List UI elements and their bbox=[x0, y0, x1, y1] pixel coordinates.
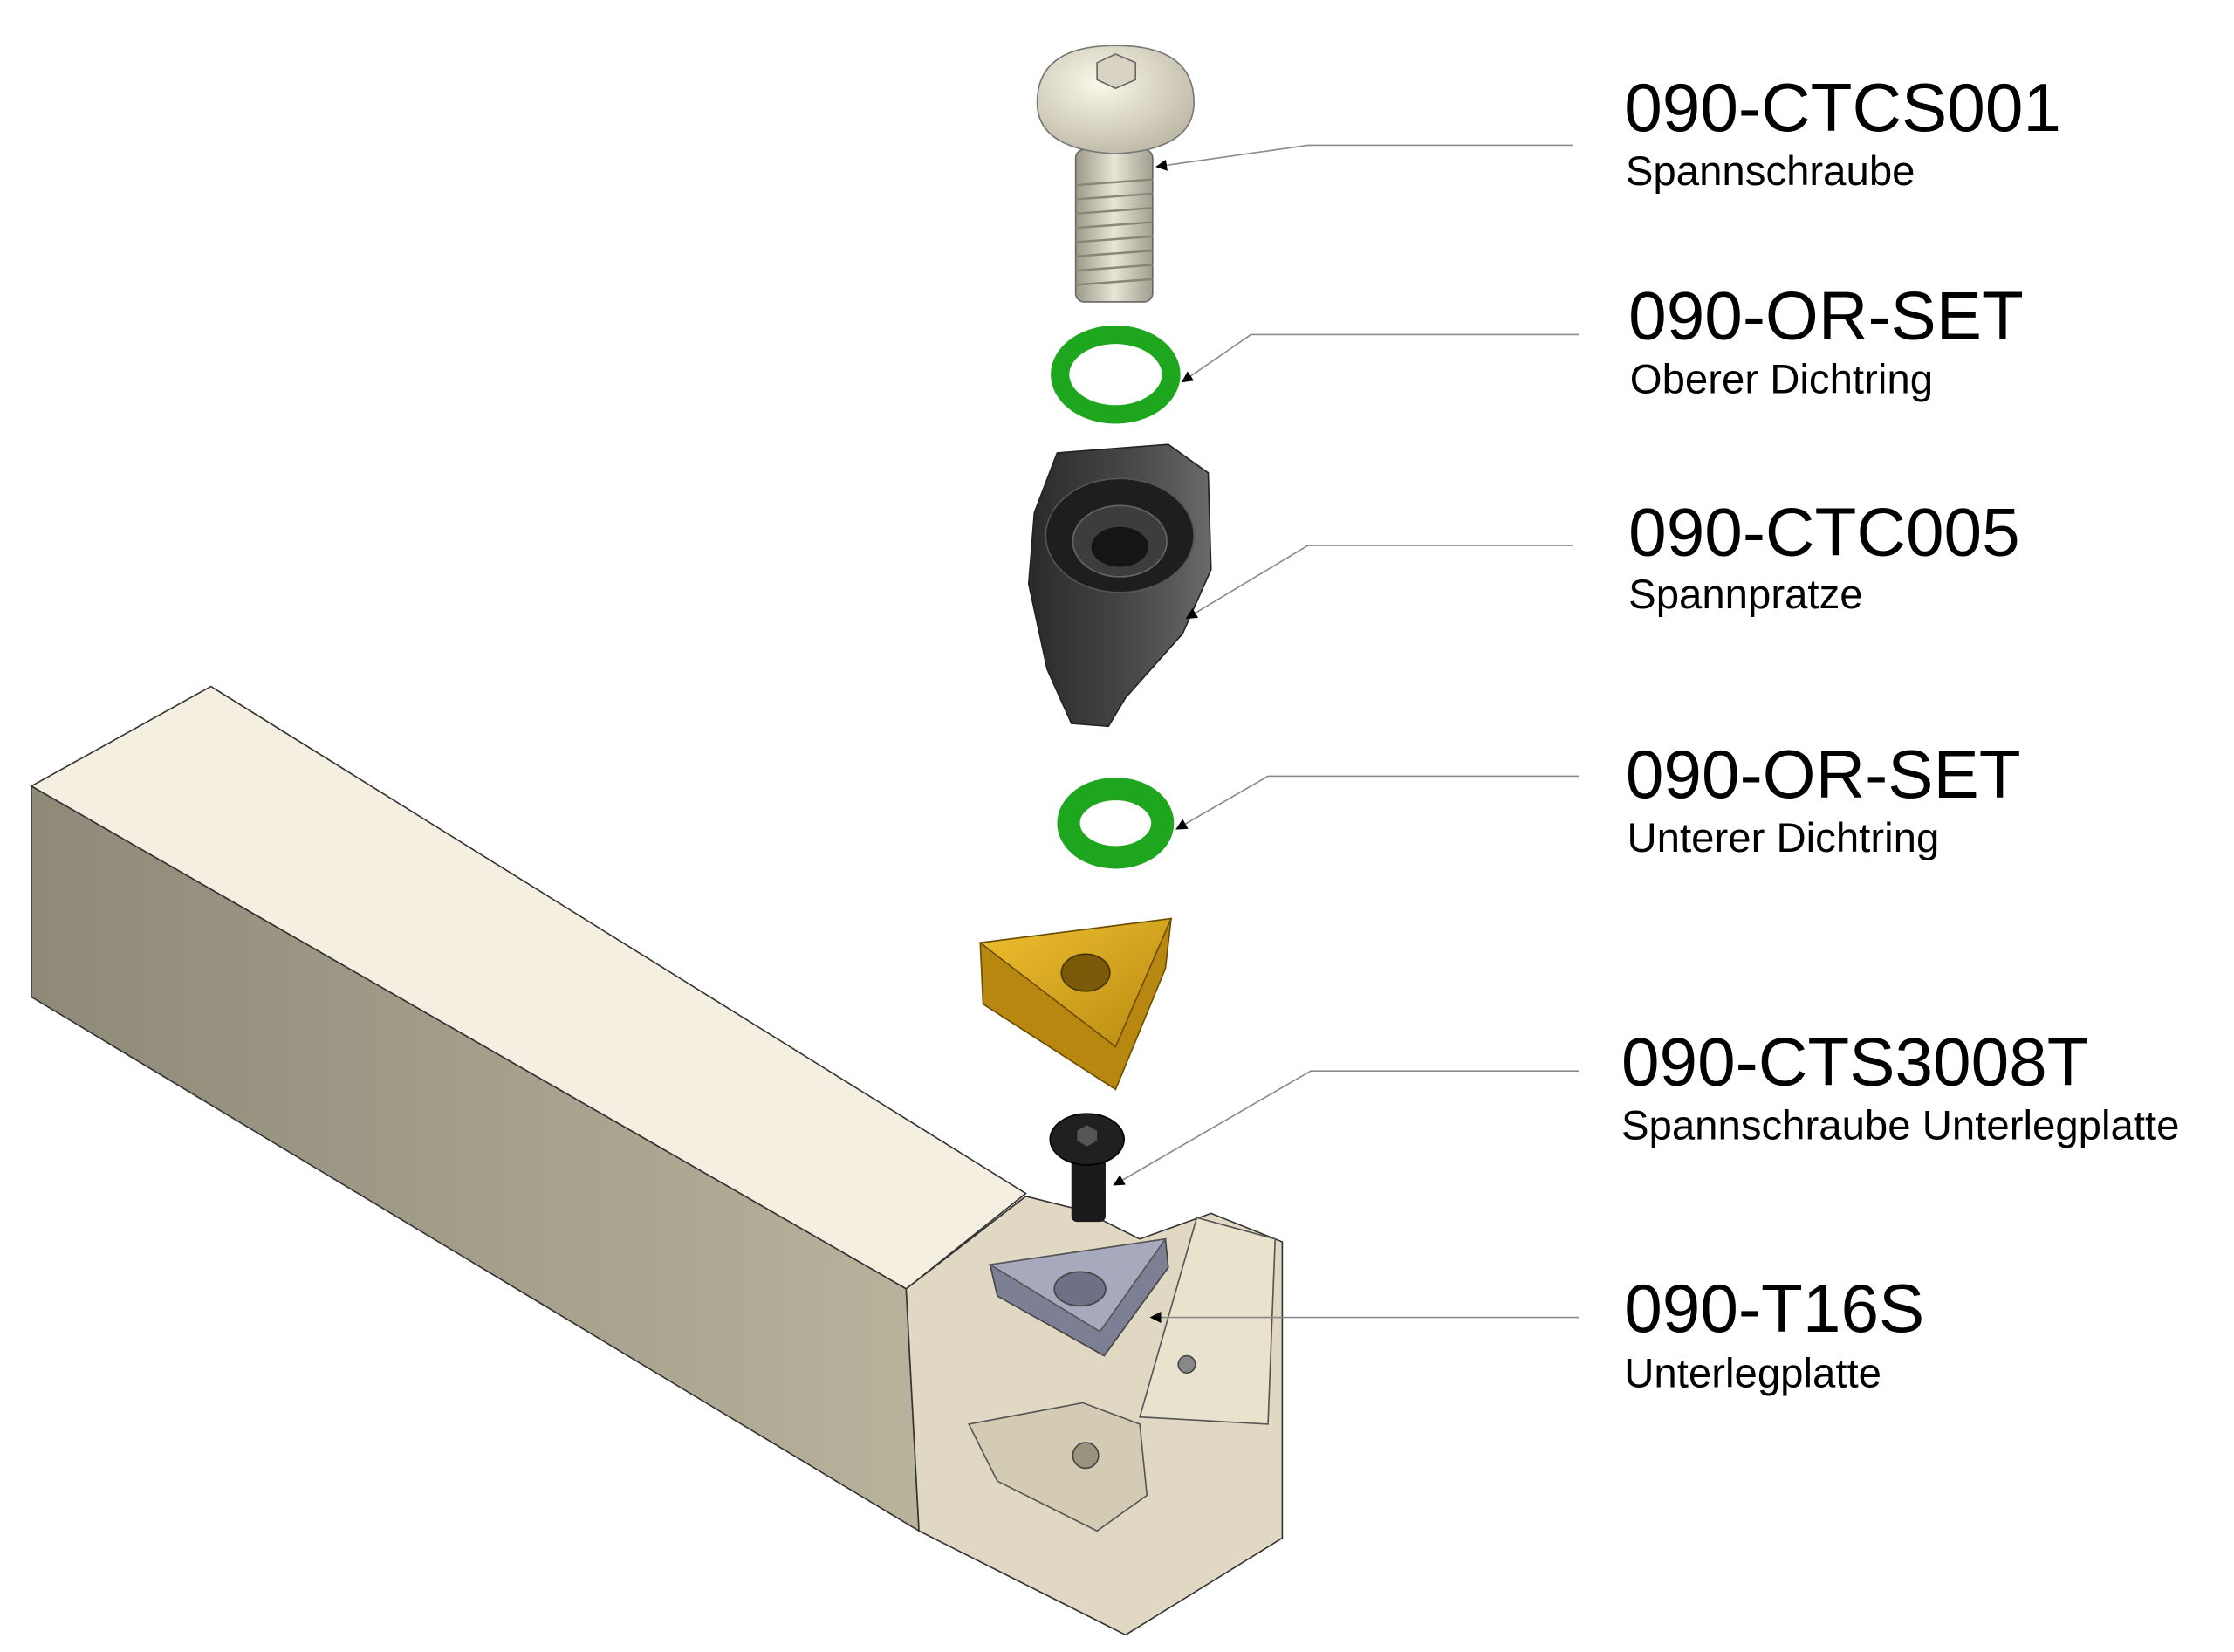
tool-holder bbox=[30, 685, 1284, 1636]
shim-screw bbox=[1049, 1113, 1125, 1223]
part-name: Unterlegplatte bbox=[1624, 1350, 1881, 1396]
shim bbox=[988, 1237, 1169, 1357]
part-number: 090-OR-SET bbox=[1626, 736, 2021, 812]
holder-pin-hole bbox=[1177, 1354, 1196, 1374]
part-number: 090-CTC005 bbox=[1628, 493, 2020, 570]
holder-head-pocket bbox=[967, 1402, 1148, 1532]
leader-lines bbox=[1113, 144, 1579, 1324]
part-number: 090-OR-SET bbox=[1628, 277, 2024, 353]
part-name: Spannschraube Unterlegplatte bbox=[1621, 1103, 2180, 1149]
part-number: 090-T16S bbox=[1624, 1270, 1924, 1347]
cutting-insert bbox=[978, 917, 1173, 1091]
part-name: Spannpratze bbox=[1628, 572, 1862, 618]
part-label: 090-OR-SET Unterer Dichtring bbox=[1626, 736, 2021, 861]
lower-o-ring bbox=[1057, 778, 1175, 869]
part-label: 090-T16S Unterlegplatte bbox=[1624, 1270, 1924, 1397]
part-label: 090-CTCS001 Spannschraube bbox=[1624, 69, 2061, 195]
upper-o-ring bbox=[1051, 325, 1181, 424]
part-number: 090-CTS3008T bbox=[1621, 1024, 2089, 1100]
part-name: Oberer Dichtring bbox=[1630, 356, 1933, 402]
part-label: 090-CTC005 Spannpratze bbox=[1628, 493, 2020, 617]
part-name: Spannschraube bbox=[1626, 148, 1915, 195]
clamp-screw bbox=[1036, 45, 1195, 303]
hex-socket-icon bbox=[1096, 53, 1137, 90]
part-label: 090-CTS3008T Spannschraube Unterlegplatt… bbox=[1621, 1024, 2180, 1149]
holder-seat-wall bbox=[1139, 1217, 1277, 1425]
clamp bbox=[1027, 443, 1212, 728]
hex-socket-icon bbox=[1077, 1125, 1098, 1147]
part-number: 090-CTCS001 bbox=[1624, 69, 2061, 146]
holder-screw-hole bbox=[1072, 1442, 1100, 1470]
part-label: 090-OR-SET Oberer Dichtring bbox=[1628, 277, 2024, 402]
part-name: Unterer Dichtring bbox=[1627, 815, 1939, 861]
